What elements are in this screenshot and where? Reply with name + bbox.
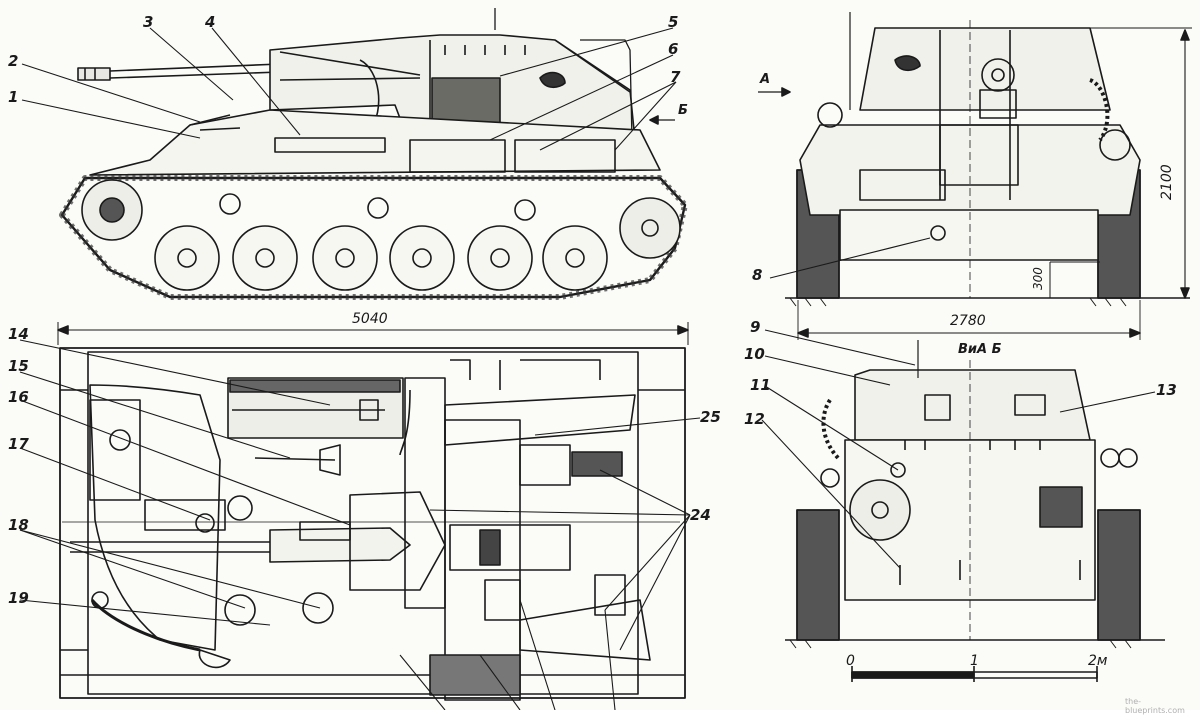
scale-tick-2m: 2м (1088, 653, 1108, 669)
callout-17: 17 (8, 435, 29, 453)
dimension-length: 5040 (352, 311, 388, 327)
callout-19: 19 (8, 589, 29, 607)
top-leader-lines (19, 339, 701, 710)
callout-3: 3 (143, 13, 154, 31)
side-view (21, 8, 688, 300)
dimension-clearance: 300 (1031, 267, 1045, 290)
top-gun (62, 491, 680, 591)
callout-16: 16 (8, 388, 29, 406)
front-view (758, 12, 1192, 340)
top-view (19, 322, 701, 710)
callout-25: 25 (700, 408, 721, 426)
dimension-height: 2100 (1159, 164, 1175, 200)
side-gun-barrel (77, 63, 281, 81)
side-hull (89, 109, 661, 176)
callout-1: 1 (8, 88, 19, 106)
side-track (59, 175, 688, 300)
callout-24: 24 (690, 506, 711, 524)
watermark: the-blueprints.com (1125, 697, 1185, 715)
callout-2: 2 (8, 52, 19, 70)
view-arrow-b-label: Б (678, 103, 688, 118)
callout-18: 18 (8, 516, 29, 534)
callout-13: 13 (1156, 381, 1177, 399)
callout-11: 11 (750, 376, 771, 394)
rear-view (761, 329, 1165, 682)
rear-leader-lines (761, 329, 1156, 569)
view-b-title: ВиА Б (958, 342, 1002, 357)
scale-tick-0: 0 (846, 653, 855, 669)
side-return-rollers (219, 193, 536, 221)
callout-8: 8 (752, 266, 763, 284)
side-road-wheels (154, 225, 608, 291)
dimension-width: 2780 (950, 313, 986, 329)
callout-7: 7 (670, 68, 681, 86)
view-arrow-a-label: А (760, 72, 771, 87)
callout-6: 6 (668, 40, 679, 58)
callout-14: 14 (8, 325, 29, 343)
scale-bar (851, 666, 1098, 682)
callout-9: 9 (750, 318, 761, 336)
scale-tick-1: 1 (970, 653, 979, 669)
top-engine-compartment (399, 359, 651, 701)
callout-15: 15 (8, 357, 29, 375)
top-fighting-compartment (89, 377, 404, 651)
callout-12: 12 (744, 410, 765, 428)
side-idler-wheel (619, 197, 681, 259)
callout-5: 5 (668, 13, 679, 31)
callout-10: 10 (744, 345, 765, 363)
callout-4: 4 (205, 13, 216, 31)
side-leader-lines (21, 27, 677, 151)
